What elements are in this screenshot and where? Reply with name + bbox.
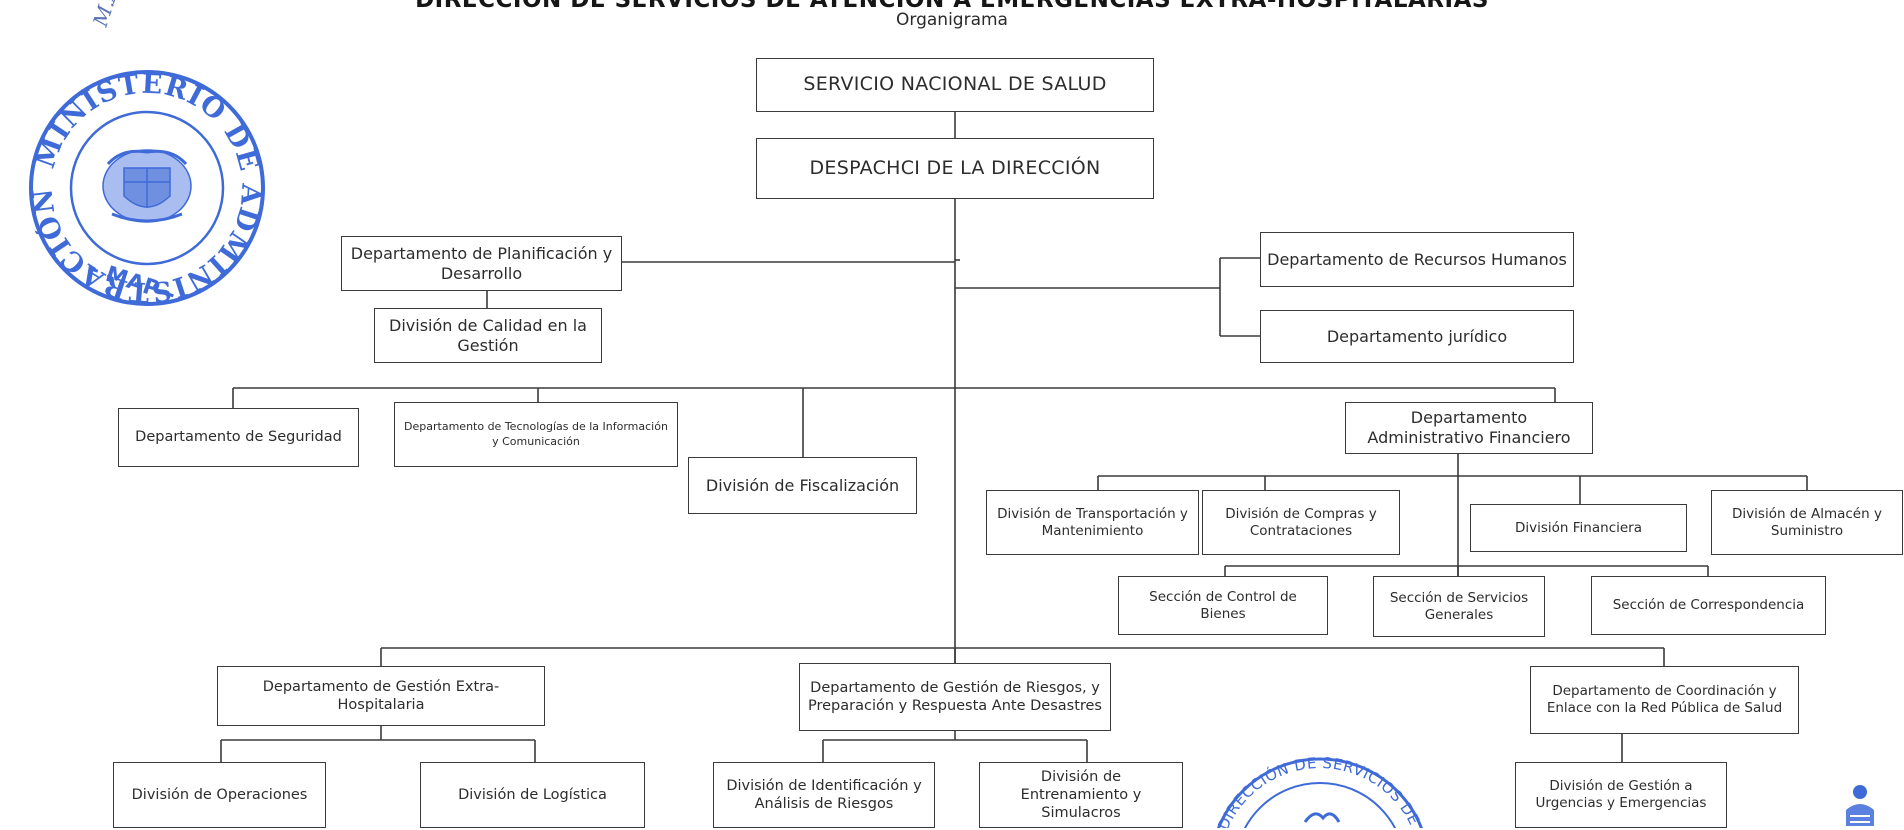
box-entrenamiento-y-simulacros: División de Entrenamiento y Simulacros (979, 762, 1183, 828)
box-identificacion-y-analisis-de-riesgos: División de Identificación y Análisis de… (713, 762, 935, 828)
box-servicios-generales: Sección de Servicios Generales (1373, 576, 1545, 637)
box-calidad-en-la-gestion: División de Calidad en la Gestión (374, 308, 602, 363)
box-gestion-extra-hospitalaria: Departamento de Gestión Extra-Hospitalar… (217, 666, 545, 726)
box-administrativo-financiero: Departamento Administrativo Financiero (1345, 402, 1593, 454)
ministry-seal: MINISTERIO DE ADMINISTRACIÓN PÚBLICA - M… (12, 68, 266, 308)
box-servicio-nacional-de-salud: SERVICIO NACIONAL DE SALUD (756, 58, 1154, 112)
box-departamento-de-seguridad: Departamento de Seguridad (118, 408, 359, 467)
box-division-de-fiscalizacion: División de Fiscalización (688, 457, 917, 514)
box-gestion-de-riesgos: Departamento de Gestión de Riesgos, y Pr… (799, 663, 1111, 731)
box-despacho-de-la-direccion: DESPACHCI DE LA DIRECCIÓN (756, 138, 1154, 199)
box-division-de-operaciones: División de Operaciones (113, 762, 326, 828)
box-division-financiera: División Financiera (1470, 504, 1687, 552)
box-transportacion-y-mantenimiento: División de Transportación y Mantenimien… (986, 490, 1199, 555)
box-correspondencia: Sección de Correspondencia (1591, 576, 1826, 635)
box-coordinacion-y-enlace: Departamento de Coordinación y Enlace co… (1530, 666, 1799, 734)
box-planificacion-y-desarrollo: Departamento de Planificación y Desarrol… (341, 236, 622, 291)
box-tecnologias-de-la-informacion: Departamento de Tecnologías de la Inform… (394, 402, 678, 467)
box-gestion-a-urgencias-y-emergencias: División de Gestión a Urgencias y Emerge… (1515, 762, 1727, 828)
box-compras-y-contrataciones: División de Compras y Contrataciones (1202, 490, 1400, 555)
box-almacen-y-suministro: División de Almacén y Suministro (1711, 490, 1903, 555)
box-division-de-logistica: División de Logística (420, 762, 645, 828)
direction-stamp: DIRECCIÓN DE SERVICIOS DE (1214, 754, 1423, 828)
emblem-icon (1846, 785, 1874, 826)
box-control-de-bienes: Sección de Control de Bienes (1118, 576, 1328, 635)
svg-text:DIRECCIÓN DE SERVICIOS DE: DIRECCIÓN DE SERVICIOS DE (1214, 754, 1423, 828)
page-title: DIRECCIÓN DE SERVICIOS DE ATENCIÓN A EME… (415, 0, 1489, 13)
box-recursos-humanos: Departamento de Recursos Humanos (1260, 232, 1574, 287)
page-subtitle: Organigrama (896, 10, 1008, 30)
box-departamento-juridico: Departamento jurídico (1260, 310, 1574, 363)
